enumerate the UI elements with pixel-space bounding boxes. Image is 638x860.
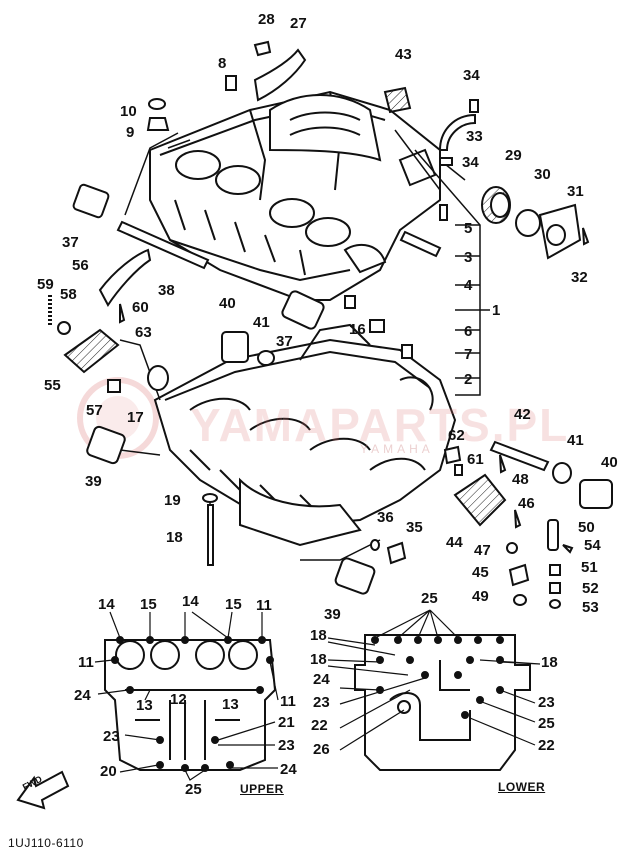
callout: 25 [538,715,555,732]
callout: 42 [514,406,531,423]
callout: 23 [313,694,330,711]
upper-view-caption: UPPER [240,782,284,796]
parts [48,40,613,609]
watermark-text: YAMAPARTS.PL [190,399,570,451]
callout: 25 [421,590,438,607]
callout: 49 [472,588,489,605]
callout: 63 [135,324,152,341]
callout: 20 [100,763,117,780]
callout: 53 [582,599,599,616]
callout: 43 [395,46,412,63]
lower-view-caption: LOWER [498,780,546,794]
callout: 10 [120,103,137,120]
lower-view-leaders [327,609,541,751]
callout: 36 [377,509,394,526]
callout: 17 [127,409,144,426]
callout: 14 [98,596,115,613]
callout: 9 [126,124,135,141]
callout: 15 [225,596,242,613]
callout: 37 [276,333,293,350]
callout: 12 [170,691,187,708]
callout: 45 [472,564,489,581]
upper-view-leaders [94,611,279,781]
callout: 39 [85,473,102,490]
callout: 25 [185,781,202,798]
callout: 11 [280,693,296,710]
callout: 55 [44,377,61,394]
callout: 24 [280,761,297,778]
callout: 6 [464,323,473,340]
callout: 24 [313,671,330,688]
callout: 44 [446,534,463,551]
callout: 39 [324,606,341,623]
callout: 40 [219,295,236,312]
callout: 16 [349,321,366,338]
callout: 1 [492,302,501,319]
callout: 3 [464,249,473,266]
callout: 11 [256,597,272,614]
callout: 21 [278,714,295,731]
callout: 13 [222,696,239,713]
callout: 28 [258,11,275,28]
callout: 11 [78,654,94,671]
callout: 22 [311,717,328,734]
callout: 24 [74,687,91,704]
callout: 7 [464,346,473,363]
callout: 23 [538,694,555,711]
callout: 34 [462,154,479,171]
callout: 8 [218,55,227,72]
callout: 58 [60,286,77,303]
callout: 41 [253,314,270,331]
callout: 29 [505,147,522,164]
callout: 4 [464,277,473,294]
lower-crankcase [153,323,457,547]
callout: 22 [538,737,555,754]
callout: 27 [290,15,307,32]
callout: 18 [541,654,558,671]
upper-crankcase [149,90,441,301]
callout: 23 [103,728,120,745]
callout: 40 [601,454,618,471]
callout: 13 [136,697,153,714]
callout: 37 [62,234,79,251]
callout: 35 [406,519,423,536]
callout: 62 [448,427,465,444]
callout: 46 [518,495,535,512]
callout: 41 [567,432,584,449]
callout: 2 [464,371,473,388]
callout: 48 [512,471,529,488]
callout: 18 [310,627,327,644]
callout: 31 [567,183,584,200]
callout: 14 [182,593,199,610]
callout: 61 [467,451,484,468]
callout: 15 [140,596,157,613]
callout: 33 [466,128,483,145]
callout: 23 [278,737,295,754]
callout: 5 [464,220,473,237]
callout: 51 [581,559,598,576]
callout: 56 [72,257,89,274]
lower-crankcase-bolt-view [354,634,531,771]
callout: 18 [310,651,327,668]
callout: 38 [158,282,175,299]
part-code: 1UJ110-6110 [8,836,84,850]
callout: 47 [474,542,491,559]
upper-crankcase-bolt-view [104,636,277,772]
callout: 30 [534,166,551,183]
callout: 52 [582,580,599,597]
fwd-arrow-icon [16,770,70,810]
callout: 60 [132,299,149,316]
callout: 50 [578,519,595,536]
callout: 57 [86,402,103,419]
callout: 32 [571,269,588,286]
watermark-subtext: YAMAHA [360,442,434,456]
callout: 59 [37,276,54,293]
callout: 26 [313,741,330,758]
callout: 19 [164,492,181,509]
callout: 18 [166,529,183,546]
callout: 34 [463,67,480,84]
callout: 54 [584,537,601,554]
